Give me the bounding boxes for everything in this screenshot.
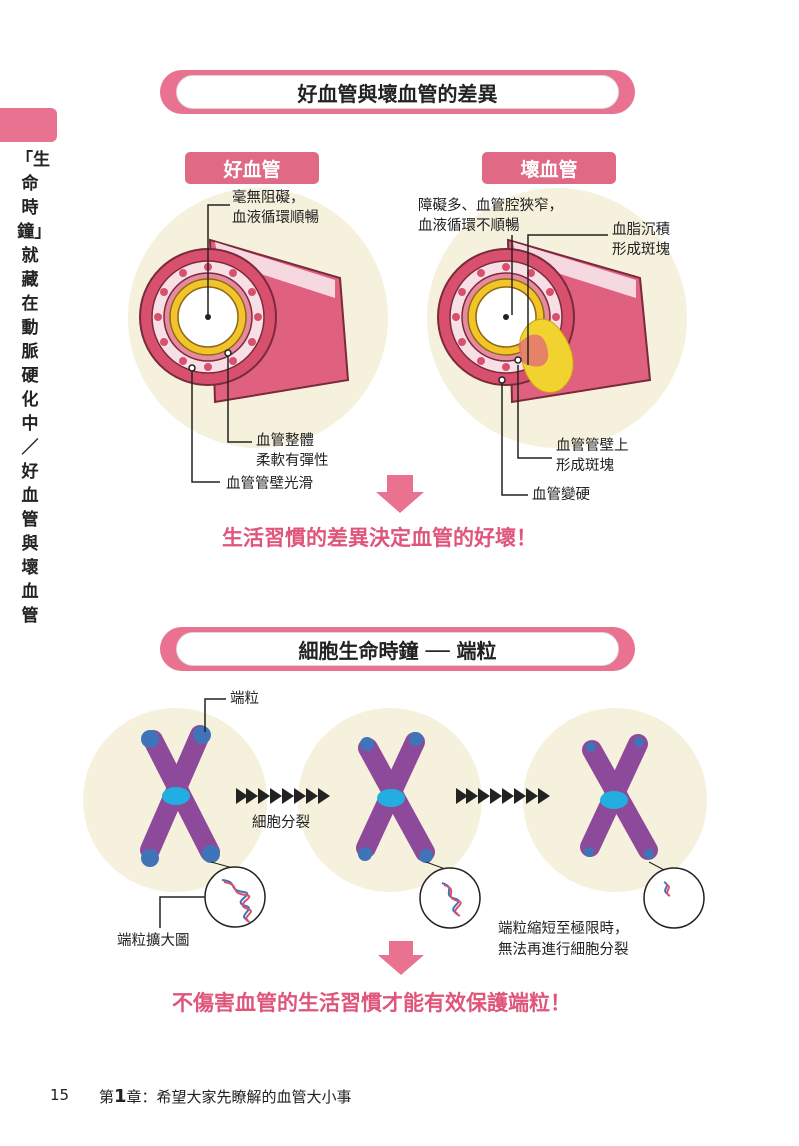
limit-label-2: 無法再進行細胞分裂 bbox=[498, 942, 629, 958]
section1-title: 好血管與壞血管的差異 bbox=[176, 75, 619, 109]
telomere-zoom-label: 端粒擴大圖 bbox=[117, 933, 190, 949]
page-number: 15 bbox=[50, 1086, 70, 1104]
good-label-top-2: 血液循環順暢 bbox=[232, 210, 319, 226]
chapter-vertical-title: 「生命時鐘」就藏在動脈硬化中／好血管與壞血管 bbox=[16, 150, 50, 626]
chromosome-3 bbox=[580, 734, 658, 860]
bad-label-top-2: 血液循環不順暢 bbox=[418, 218, 520, 234]
bad-label-right-2: 形成斑塊 bbox=[612, 242, 670, 258]
cell-division-label: 細胞分裂 bbox=[252, 815, 310, 831]
section2-title: 細胞生命時鐘 ── 端粒 bbox=[176, 632, 619, 666]
good-label-mid-1: 血管整體 bbox=[256, 433, 314, 449]
chapter-suffix: 章：希望大家先瞭解的血管大小事 bbox=[126, 1088, 352, 1106]
chromosome-1 bbox=[140, 725, 220, 867]
good-label-bottom: 血管管壁光滑 bbox=[226, 476, 313, 492]
section2-slogan: 不傷害血管的生活習慣才能有效保護端粒！ bbox=[172, 991, 571, 1015]
bad-label-top-1: 障礙多、血管腔狹窄， bbox=[418, 198, 563, 214]
good-label-top-1: 毫無阻礙， bbox=[232, 190, 305, 206]
bad-vessel-drawing bbox=[437, 238, 652, 404]
good-vessel-tag: 好血管 bbox=[185, 152, 319, 184]
down-arrow-1 bbox=[376, 475, 424, 513]
bad-vessel-tag: 壞血管 bbox=[482, 152, 616, 184]
vessel-illustrations bbox=[128, 188, 687, 513]
division-arrows-2 bbox=[456, 788, 550, 804]
telomere-zoom-3 bbox=[643, 861, 705, 929]
section1-slogan: 生活習慣的差異決定血管的好壞！ bbox=[222, 526, 537, 550]
bad-label-bottom: 血管變硬 bbox=[532, 487, 590, 503]
telomere-illustrations bbox=[83, 698, 707, 975]
chapter-tab bbox=[0, 108, 57, 142]
telomere-label: 端粒 bbox=[230, 691, 259, 707]
section2-title-pill: 細胞生命時鐘 ── 端粒 bbox=[160, 627, 635, 671]
bad-label-right-1: 血脂沉積 bbox=[612, 222, 670, 238]
bad-label-mid-1: 血管管壁上 bbox=[556, 438, 629, 454]
section1-title-pill: 好血管與壞血管的差異 bbox=[160, 70, 635, 114]
limit-label-1: 端粒縮短至極限時， bbox=[498, 921, 629, 937]
bad-label-mid-2: 形成斑塊 bbox=[556, 458, 614, 474]
chromosome-2 bbox=[356, 732, 435, 863]
chapter-number: 1 bbox=[114, 1086, 127, 1107]
telomere-zoom-2 bbox=[419, 861, 481, 929]
good-label-mid-2: 柔軟有彈性 bbox=[256, 453, 329, 469]
footer-chapter: 第1章：希望大家先瞭解的血管大小事 bbox=[99, 1086, 352, 1107]
chapter-prefix: 第 bbox=[99, 1088, 115, 1106]
division-arrows-1 bbox=[236, 788, 330, 804]
down-arrow-2 bbox=[378, 941, 424, 975]
good-vessel-drawing bbox=[139, 238, 350, 404]
